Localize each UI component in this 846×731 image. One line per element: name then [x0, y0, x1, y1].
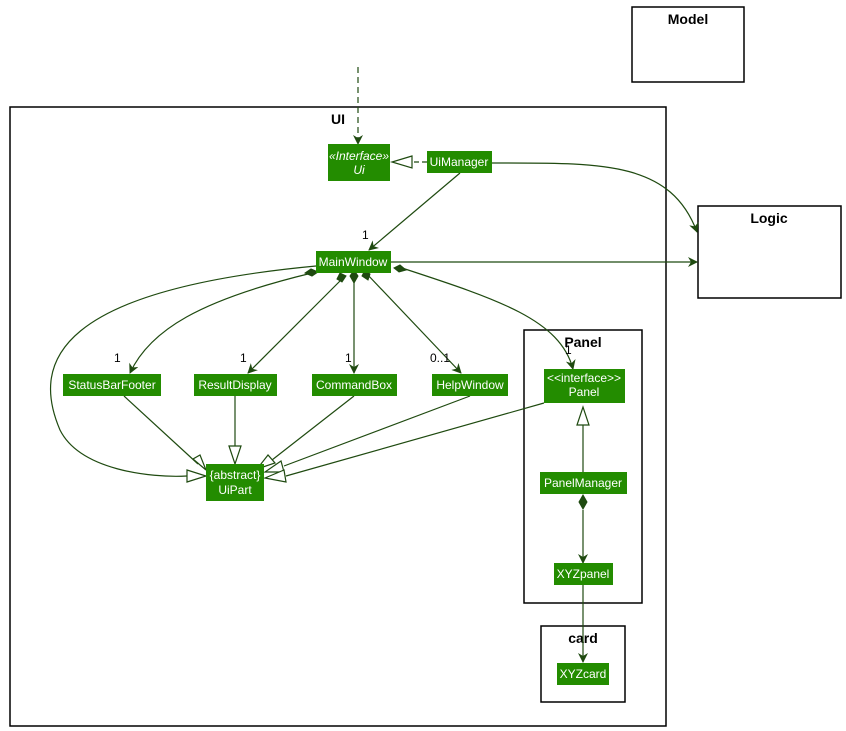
gen-head-resultdisplay	[228, 445, 242, 466]
diamond-panelmanager	[578, 493, 588, 511]
logic-package: Logic	[697, 205, 842, 299]
uimanager-label: UiManager	[430, 155, 489, 169]
mult-commandbox: 1	[345, 351, 352, 365]
uipart-name: UiPart	[218, 483, 252, 497]
mainwindow-node[interactable]: MainWindow	[316, 251, 391, 273]
gen-head-mainwindow	[186, 469, 208, 483]
uimanager-logic-edge	[490, 162, 699, 233]
uimanager-mainwindow-edge	[368, 172, 461, 251]
diamond-commandbox	[349, 269, 359, 285]
statusbar-uipart-edge	[123, 395, 199, 465]
panelmanager-node[interactable]: PanelManager	[540, 472, 627, 494]
panel-name: Panel	[569, 385, 600, 399]
helpwindow-node[interactable]: HelpWindow	[432, 374, 508, 396]
panel-stereotype: <<interface>>	[547, 371, 621, 385]
mainwindow-uipart-edge	[49, 265, 317, 477]
diamond-resultdisplay	[336, 272, 347, 283]
statusbarfooter-label: StatusBarFooter	[68, 378, 155, 392]
uipart-node[interactable]: {abstract} UiPart	[206, 464, 264, 501]
xyzpanel-node[interactable]: XYZpanel	[554, 563, 613, 585]
xyzcard-label: XYZcard	[560, 667, 607, 681]
logic-package-title: Logic	[750, 210, 788, 226]
resultdisplay-node[interactable]: ResultDisplay	[194, 374, 277, 396]
composition-statusbar-edge	[129, 272, 313, 374]
ui-interface-node[interactable]: «Interface» Ui	[328, 144, 390, 181]
uipart-stereotype: {abstract}	[210, 468, 261, 482]
mult-mainwindow: 1	[362, 228, 369, 242]
ui-stereotype: «Interface»	[329, 149, 389, 163]
diamond-panel	[393, 264, 408, 273]
composition-panel-edge	[401, 267, 576, 370]
commandbox-node[interactable]: CommandBox	[312, 374, 397, 396]
mult-resultdisplay: 1	[240, 351, 247, 365]
statusbarfooter-node[interactable]: StatusBarFooter	[63, 374, 161, 396]
panel-package-title: Panel	[564, 334, 601, 350]
helpwindow-uipart-edge	[283, 395, 471, 467]
composition-diamonds	[303, 264, 588, 511]
resultdisplay-label: ResultDisplay	[198, 378, 271, 392]
xyzpanel-label: XYZpanel	[557, 567, 610, 581]
edges	[49, 67, 699, 663]
model-package: Model	[631, 6, 745, 83]
ui-name: Ui	[353, 163, 365, 177]
panel-uipart-edge	[285, 402, 545, 477]
mainwindow-label: MainWindow	[319, 255, 388, 269]
mult-helpwindow: 0..1	[430, 351, 450, 365]
helpwindow-label: HelpWindow	[436, 378, 504, 392]
mult-panel: 1	[565, 343, 572, 357]
commandbox-uipart-edge	[271, 395, 355, 461]
gen-head-panelmanager	[576, 405, 590, 426]
gen-head-statusbar	[191, 454, 207, 471]
xyzcard-node[interactable]: XYZcard	[557, 663, 609, 685]
realization-triangle	[389, 155, 413, 169]
composition-resultdisplay-edge	[247, 278, 343, 374]
gen-head-panel	[262, 469, 287, 483]
generalization-heads	[186, 405, 590, 483]
panel-interface-node[interactable]: <<interface>> Panel	[544, 369, 625, 403]
panelmanager-label: PanelManager	[544, 476, 622, 490]
composition-helpwindow-edge	[365, 272, 462, 374]
uimanager-node[interactable]: UiManager	[427, 151, 492, 173]
model-package-title: Model	[668, 11, 708, 27]
multiplicity-labels: 1 1 1 1 0..1 1	[114, 228, 572, 365]
mult-statusbar: 1	[114, 351, 121, 365]
commandbox-label: CommandBox	[316, 378, 392, 392]
ui-package-title: UI	[331, 111, 345, 127]
gen-head-helpwindow	[263, 460, 285, 473]
